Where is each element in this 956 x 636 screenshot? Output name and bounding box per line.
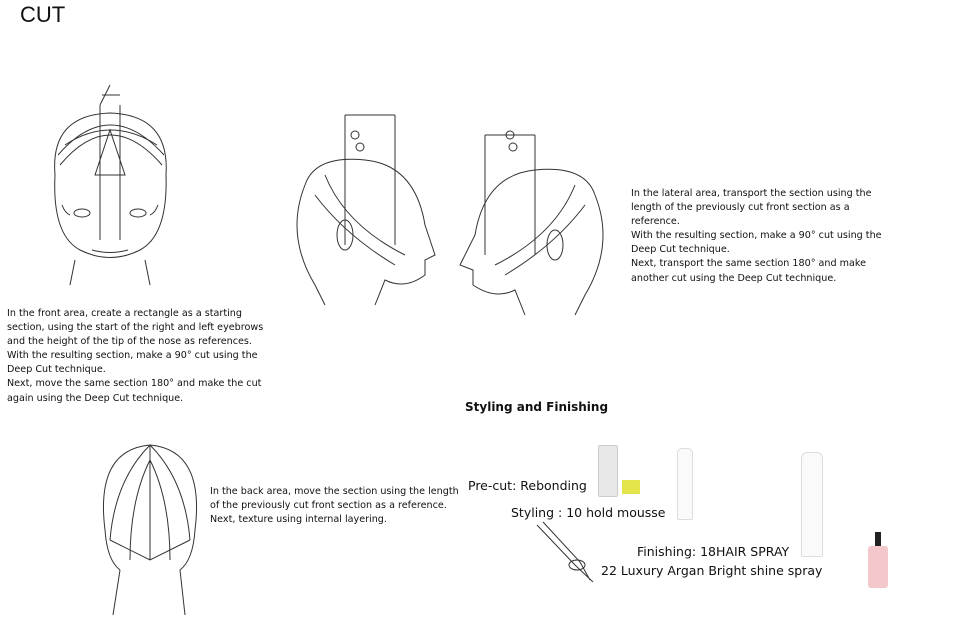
rebonding-pad (622, 480, 640, 494)
shine-spray-cap (875, 532, 881, 546)
lateral-area-instructions: In the lateral area, transport the secti… (631, 188, 882, 284)
back-head-illustration (102, 444, 198, 616)
styling-heading: Styling and Finishing (465, 400, 609, 414)
finishing-label: Finishing: 18HAIR SPRAY (637, 544, 790, 559)
front-area-instructions: In the front area, create a rectangle as… (7, 308, 264, 404)
precut-label: Pre-cut: Rebonding (468, 478, 587, 493)
side-head-left-illustration (296, 114, 436, 306)
side-head-right-illustration (459, 130, 604, 316)
hair-spray-can (801, 452, 823, 557)
finishing-label-2: 22 Luxury Argan Bright shine spray (601, 563, 823, 578)
rebonding-spray-bottle (598, 445, 618, 497)
curling-iron-illustration (536, 521, 594, 583)
back-area-instructions: In the back area, move the section using… (210, 486, 459, 526)
mousse-can (677, 448, 693, 520)
shine-spray-bottle (868, 546, 888, 588)
styling-label: Styling : 10 hold mousse (511, 505, 666, 520)
page-title: CUT (20, 2, 66, 27)
front-head-illustration (54, 84, 167, 286)
